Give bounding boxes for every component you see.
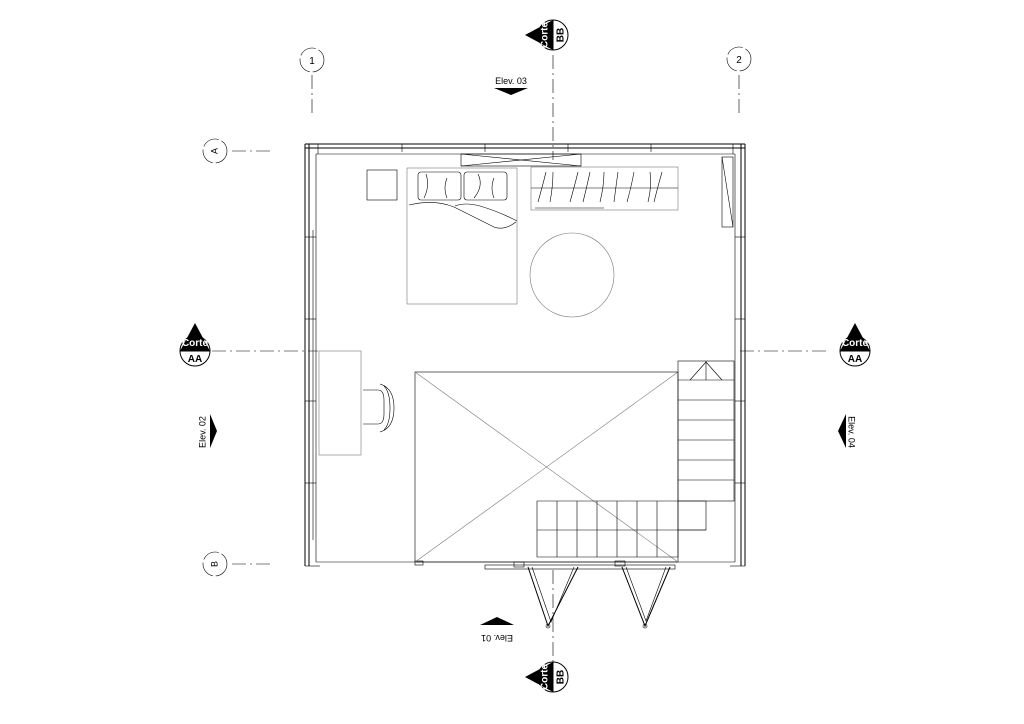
elevation-label: Elev. 02 <box>197 416 207 448</box>
grid-bubble-a: A <box>202 138 228 164</box>
elevation-marker-top: Elev. 03 <box>494 76 528 95</box>
section-word: Corte <box>842 338 869 349</box>
section-marker-bb-top: Corte BB <box>525 19 569 51</box>
section-marker-bb-bottom: Corte BB <box>525 661 569 693</box>
wardrobe <box>530 166 679 211</box>
section-code: BB <box>556 28 567 42</box>
elevation-label: Elev. 04 <box>847 416 857 448</box>
building-walls <box>304 143 746 570</box>
grid-bubble-2: 2 <box>726 46 752 72</box>
section-word: Corte <box>182 338 209 349</box>
section-code: AA <box>848 354 862 365</box>
desk-chair <box>363 383 395 433</box>
wall-cabinet <box>721 156 734 228</box>
bed <box>406 167 518 305</box>
grid-label-a: A <box>209 148 219 154</box>
section-code: AA <box>188 354 202 365</box>
mezzanine-void <box>414 371 679 563</box>
elevation-label: Elev. 01 <box>481 633 513 643</box>
nightstand <box>366 169 398 201</box>
elevation-marker-left: Elev. 02 <box>197 414 217 448</box>
grid-label-b: B <box>209 561 219 567</box>
round-rug <box>529 232 615 318</box>
section-marker-aa-right: Corte AA <box>839 323 871 367</box>
desk <box>318 350 362 456</box>
grid-label-1: 1 <box>309 56 315 67</box>
elevation-label: Elev. 03 <box>495 76 527 86</box>
top-window <box>460 153 582 167</box>
section-word: Corte <box>540 22 551 49</box>
elevation-marker-right: Elev. 04 <box>838 414 857 448</box>
grid-bubble-b: B <box>202 551 228 577</box>
grid-bubble-1: 1 <box>299 47 325 73</box>
grid-label-2: 2 <box>736 55 742 66</box>
section-code: BB <box>556 670 567 684</box>
section-marker-aa-left: Corte AA <box>179 323 211 367</box>
staircase <box>536 360 735 558</box>
grid-lines <box>212 55 830 665</box>
folding-doors <box>513 560 671 629</box>
elevation-marker-bottom: Elev. 01 <box>480 617 514 643</box>
section-word: Corte <box>540 664 551 691</box>
